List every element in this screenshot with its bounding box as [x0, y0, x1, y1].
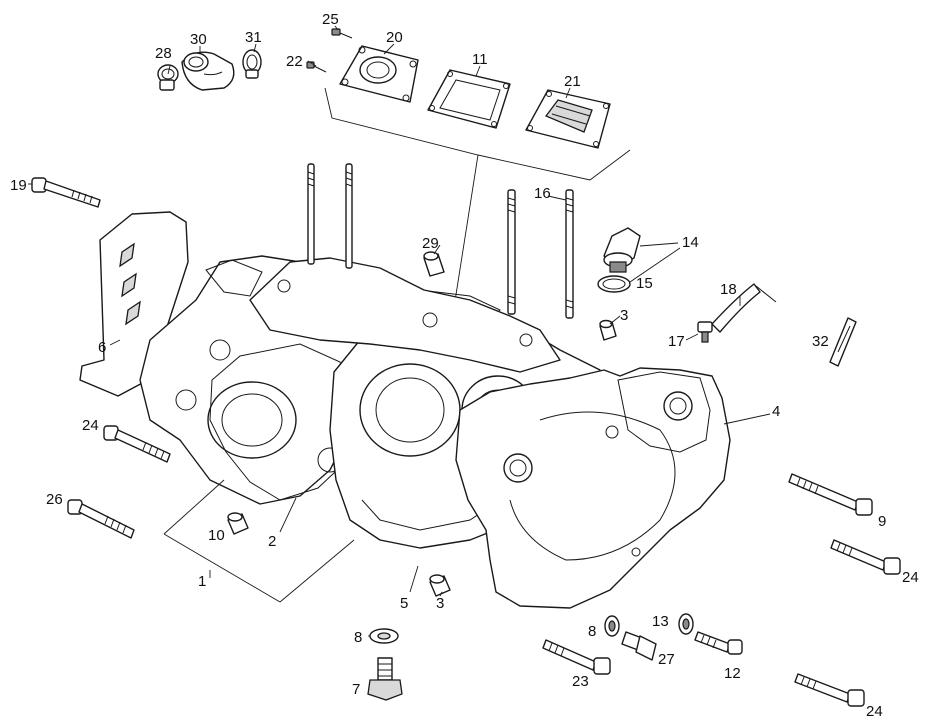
plug-27 — [621, 631, 657, 661]
callout-14: 14 — [682, 234, 699, 251]
callout-3-upper: 3 — [620, 307, 628, 324]
callout-11: 11 — [472, 51, 488, 68]
callout-28: 28 — [155, 45, 172, 62]
leader-17 — [685, 333, 699, 341]
leader-25 — [334, 25, 339, 31]
stud-16a — [507, 189, 516, 315]
callout-5: 5 — [400, 595, 408, 612]
leader-14b — [629, 247, 681, 283]
dowel-29 — [423, 251, 445, 277]
leader-29 — [433, 244, 441, 255]
callout-17: 17 — [668, 333, 685, 350]
callout-29: 29 — [422, 235, 439, 252]
leader-21 — [565, 87, 571, 99]
callout-8-left: 8 — [354, 629, 362, 646]
callout-20: 20 — [386, 29, 403, 46]
callout-32: 32 — [812, 333, 829, 350]
dowel-3-upper — [599, 319, 617, 341]
leader-6 — [109, 339, 121, 346]
hose-clamp-31 — [242, 49, 262, 79]
callout-1: 1 — [198, 573, 206, 590]
callout-10: 10 — [208, 527, 225, 544]
leader-1c — [279, 539, 355, 603]
callout-23: 23 — [572, 673, 589, 690]
leader-16 — [547, 195, 567, 201]
callout-12: 12 — [724, 665, 741, 682]
leader-11 — [475, 65, 481, 77]
leader-14a — [639, 242, 679, 247]
fitting-17 — [697, 321, 713, 343]
callout-24-left: 24 — [82, 417, 99, 434]
leader-5 — [409, 565, 419, 593]
intake-group-leader — [451, 154, 479, 321]
o-ring-15-inner — [602, 278, 626, 290]
callout-18: 18 — [720, 281, 737, 298]
breather-hose-18 — [711, 283, 777, 333]
sprocket-cover-6 — [79, 211, 189, 397]
leader-3-lower — [439, 591, 443, 597]
callout-3-lower: 3 — [436, 595, 444, 612]
bolt-9 — [788, 473, 873, 516]
callout-15: 15 — [636, 275, 653, 292]
dowel-3-lower — [429, 574, 451, 597]
dowel-10 — [227, 512, 249, 535]
intake-manifold-30 — [181, 51, 235, 91]
screw-25 — [331, 28, 353, 39]
clutch-cover-4 — [455, 367, 731, 609]
callout-9: 9 — [878, 513, 886, 530]
stud-left-b — [345, 163, 353, 269]
callout-24-right: 24 — [902, 569, 919, 586]
leader-3-upper — [609, 315, 621, 325]
callout-21: 21 — [564, 73, 581, 90]
callout-22: 22 — [286, 53, 303, 70]
callout-30: 30 — [190, 31, 207, 48]
callout-13: 13 — [652, 613, 669, 630]
strap-32 — [829, 317, 857, 367]
leader-1a — [163, 479, 225, 535]
reed-gasket-11 — [427, 69, 511, 129]
leader-1b — [163, 533, 281, 603]
stud-left-a — [307, 163, 315, 265]
callout-24-bottom: 24 — [866, 703, 883, 720]
leader-2 — [279, 497, 297, 533]
callout-19: 19 — [10, 177, 27, 194]
callout-6: 6 — [98, 339, 106, 356]
leader-4 — [723, 413, 771, 425]
bolt-24-left — [103, 425, 171, 463]
callout-4: 4 — [772, 403, 780, 420]
stud-16b — [565, 189, 574, 319]
bolt-19 — [31, 177, 101, 208]
filler-cap-14 — [603, 227, 641, 273]
leader-31 — [253, 43, 257, 53]
callout-16: 16 — [534, 185, 551, 202]
callout-2: 2 — [268, 533, 276, 550]
leader-22 — [307, 60, 317, 67]
crankcase-upper-frame — [249, 257, 561, 373]
bolt-23 — [542, 639, 611, 675]
drain-plug-7 — [367, 657, 403, 701]
hose-clamp-28 — [157, 64, 179, 91]
leader-20 — [383, 43, 395, 55]
callout-31: 31 — [245, 29, 262, 46]
callout-27: 27 — [658, 651, 675, 668]
leader-28 — [167, 65, 171, 75]
screw-22 — [306, 61, 327, 73]
callout-7: 7 — [352, 681, 360, 698]
washer-8-left-hole — [377, 632, 391, 640]
o-ring-15 — [597, 275, 631, 293]
callout-8-right: 8 — [588, 623, 596, 640]
washer-8-right-hole — [608, 620, 616, 632]
bolt-24-bottom — [794, 673, 865, 707]
bolt-12 — [694, 631, 743, 655]
washer-13-hole — [682, 618, 690, 630]
callout-25: 25 — [322, 11, 339, 28]
bolt-26 — [67, 499, 135, 539]
bolt-24-right — [830, 539, 901, 575]
reed-valve-21 — [525, 89, 611, 149]
callout-26: 26 — [46, 491, 63, 508]
reed-flange-20 — [339, 45, 419, 103]
